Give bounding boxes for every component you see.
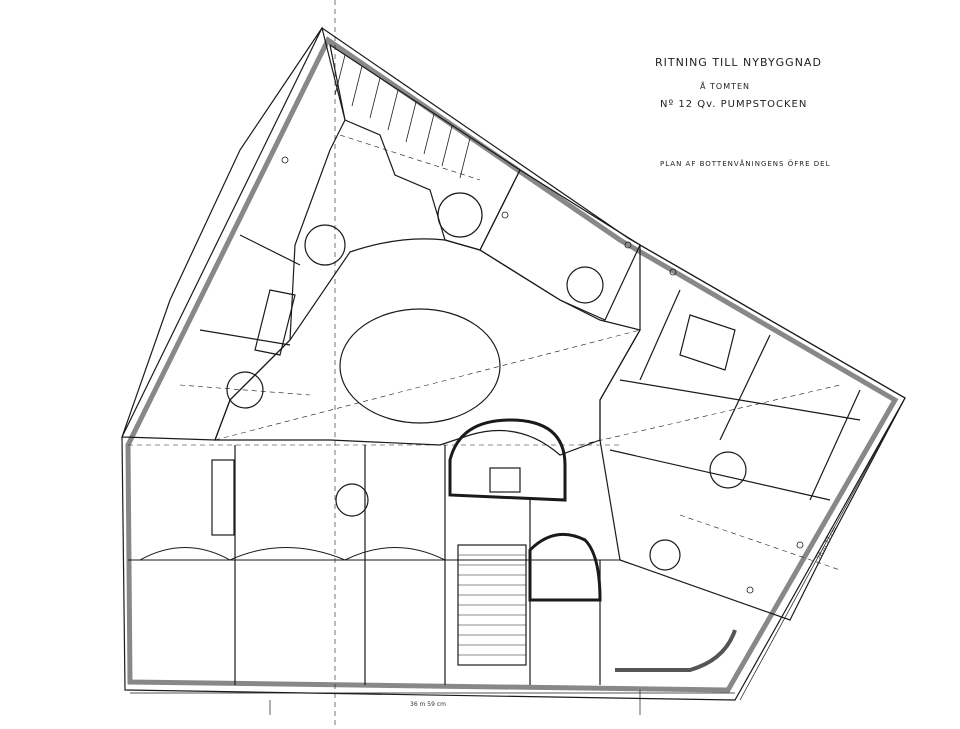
spiral-stair (566, 266, 604, 304)
east-wing (599, 243, 906, 621)
drawing-subtitle: PLAN AF BOTTENVÅNINGENS ÖFRE DEL (660, 160, 831, 168)
ne-building (479, 169, 641, 321)
title-line-1: RITNING TILL NYBYGGNAD (655, 56, 822, 69)
north-wing (329, 43, 521, 251)
stair (679, 314, 736, 371)
courtyard-outline (214, 238, 641, 456)
perimeter-wall (125, 36, 899, 693)
stair-hall-curved (448, 418, 567, 502)
spiral-stair (335, 483, 369, 517)
spiral-stair (649, 539, 681, 571)
bottom-dimension: 36 m 59 cm (410, 701, 446, 708)
title-line-2: Å TOMTEN (700, 82, 751, 91)
right-dim-line (739, 397, 906, 701)
stair (254, 289, 296, 356)
se-curve (615, 629, 737, 672)
courtyard-oval (339, 308, 501, 424)
north-wing-bays (334, 54, 471, 179)
spiral-stair (226, 371, 264, 409)
stair-treads (458, 554, 526, 656)
stair-hall-curved-2 (528, 532, 602, 602)
spiral-stair (304, 224, 346, 266)
spiral-stair (709, 451, 747, 489)
construction-lines (128, 0, 841, 729)
plot-outline (121, 27, 906, 701)
stair (211, 459, 235, 536)
title-line-3: Nº 12 Qv. PUMPSTOCKEN (660, 99, 808, 110)
spiral-stair (437, 192, 483, 238)
